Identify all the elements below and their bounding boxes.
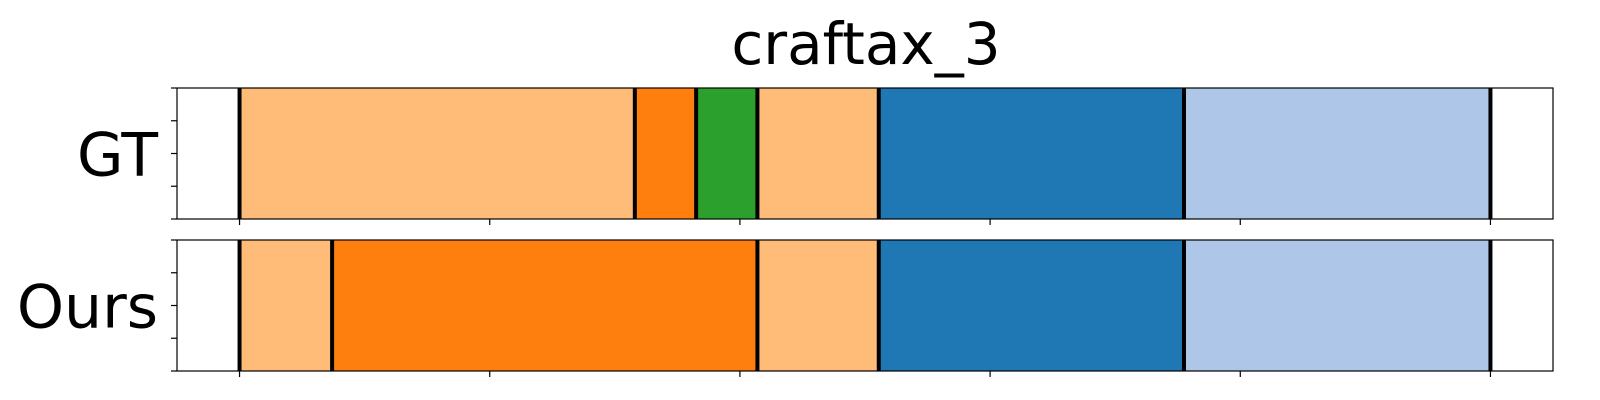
segment-gt-5 (1183, 88, 1491, 219)
segment-ours-4 (1183, 240, 1491, 371)
segment-ours-3 (878, 240, 1184, 371)
row-label-ours: Ours (17, 273, 158, 343)
segment-gt-2 (696, 88, 758, 219)
segment-gt-1 (634, 88, 697, 219)
segment-gt-0 (239, 88, 635, 219)
chart-title: craftax_3 (731, 10, 1000, 78)
segment-ours-1 (332, 240, 758, 371)
segment-gt-3 (757, 88, 879, 219)
row-label-gt: GT (77, 121, 158, 191)
segment-ours-0 (239, 240, 333, 371)
segment-ours-2 (757, 240, 879, 371)
segment-gt-4 (878, 88, 1184, 219)
